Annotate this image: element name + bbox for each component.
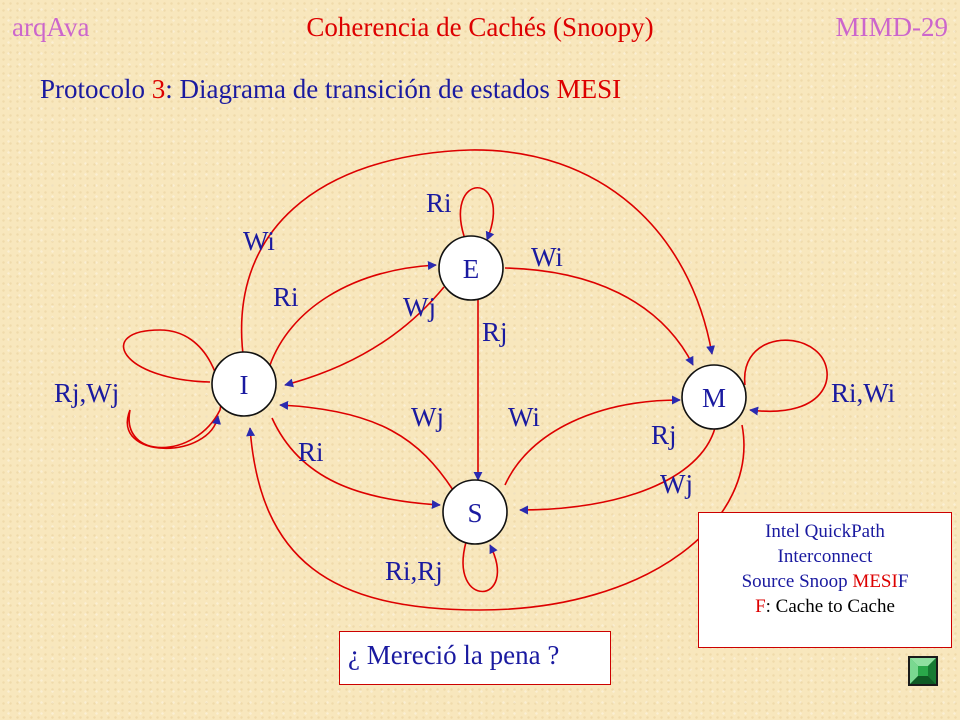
state-e-label: E: [463, 254, 480, 284]
info-line-3-red: MESI: [852, 571, 898, 592]
info-line-4-prefix: F: [755, 596, 766, 617]
info-line-3-prefix: Source Snoop: [741, 571, 853, 592]
state-e-circle: [438, 235, 504, 301]
edge-m-to-s-w: [246, 424, 745, 611]
state-m-label: M: [702, 383, 726, 413]
edge-s-loop: [462, 541, 499, 593]
label-m-to-s-r: Rj: [651, 420, 677, 450]
state-i-circle: [211, 351, 277, 417]
edge-s-to-i: [279, 400, 454, 491]
info-line-2: Interconnect: [777, 546, 873, 567]
state-s-circle: [442, 479, 508, 545]
label-s-to-m: Wi: [508, 402, 540, 432]
question-box: ¿ Mereció la pena ?: [339, 631, 611, 685]
subtitle-middle: : Diagrama de transición de estados: [165, 74, 557, 104]
subtitle-number: 3: [151, 74, 166, 104]
edge-i-to-m: [240, 149, 716, 363]
edge-s-to-m: [504, 395, 681, 486]
info-line-3-suffix: F: [897, 571, 909, 592]
label-s-loop: Ri,Rj: [385, 556, 443, 586]
label-m-loop: Ri,Wi: [831, 378, 895, 408]
edge-m-loop: [744, 339, 828, 416]
label-e-to-m: Wi: [531, 242, 563, 272]
edge-i-to-e: [269, 260, 437, 366]
edge-e-to-i: [284, 286, 445, 388]
label-s-to-i: Wj: [411, 402, 444, 432]
label-i-loop: Rj,Wj: [54, 378, 119, 408]
state-i-label: I: [240, 370, 249, 400]
info-line-4-rest: : Cache to Cache: [765, 596, 895, 617]
label-i-to-e: Ri: [273, 282, 299, 312]
state-s-label: S: [467, 498, 482, 528]
label-e-to-i: Wj: [403, 292, 436, 322]
edge-e-loop: [459, 186, 495, 243]
info-line-3: Source Snoop MESIF: [699, 569, 951, 594]
slide-number: MIMD-29: [835, 12, 949, 42]
edge-i-to-s: [271, 417, 441, 509]
slide-subtitle: Protocolo 3: Diagrama de transición de e…: [40, 74, 621, 105]
label-i-to-s: Ri: [298, 437, 324, 467]
quickpath-info-box: Intel QuickPath Interconnect Source Snoo…: [698, 512, 952, 648]
slide-title: Coherencia de Cachés (Snoopy): [306, 12, 654, 42]
label-m-to-s-w: Wj: [660, 469, 693, 499]
edge-i-loop: [122, 329, 222, 450]
info-line-1: Intel QuickPath: [765, 521, 885, 542]
edge-e-to-m: [504, 267, 694, 366]
subtitle-prefix: Protocolo: [40, 74, 152, 104]
state-m-circle: [681, 364, 747, 430]
subtitle-accent: MESI: [556, 74, 622, 104]
next-slide-button[interactable]: [908, 656, 938, 686]
edge-m-to-s-r: [519, 427, 716, 515]
next-slide-icon: [910, 658, 936, 684]
info-line-4: F: Cache to Cache: [699, 594, 951, 619]
label-i-to-m: Wi: [243, 226, 275, 256]
label-e-loop: Ri: [426, 188, 452, 218]
course-label: arqAva: [12, 12, 90, 42]
label-e-to-s: Rj: [482, 317, 508, 347]
